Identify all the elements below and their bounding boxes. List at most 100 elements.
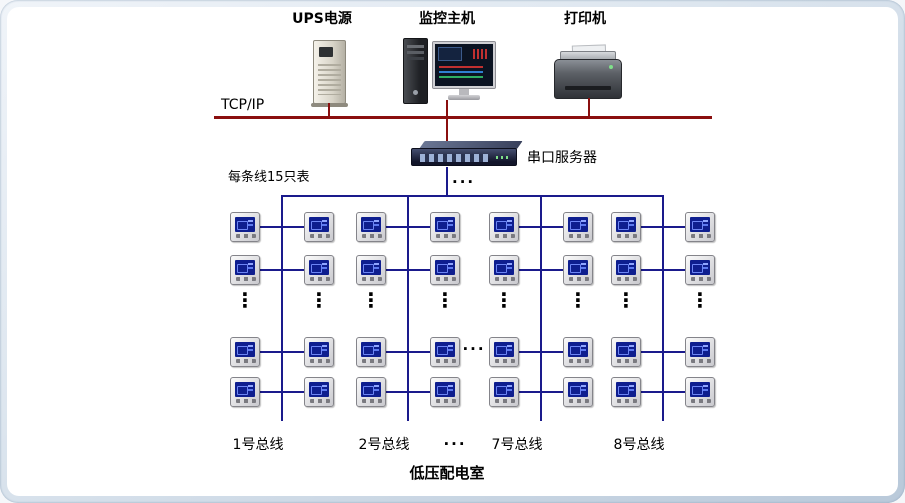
- power-meter: [489, 212, 519, 242]
- meter-screen: [361, 342, 381, 357]
- power-meter: [356, 255, 386, 285]
- meter-screen: [235, 217, 255, 232]
- meter-screen: [616, 342, 636, 357]
- meter-screen: [568, 382, 588, 397]
- column-ellipsis: ⋮: [435, 288, 455, 312]
- meter-stub: [260, 351, 281, 353]
- column-ellipsis: ⋮: [616, 288, 636, 312]
- meter-buttons: [362, 277, 382, 281]
- meter-screen: [235, 342, 255, 357]
- meter-buttons: [436, 277, 456, 281]
- omitted-buses-ellipsis-mid: ...: [462, 336, 486, 354]
- panel-inner: [7, 7, 898, 496]
- meter-screen: [235, 260, 255, 275]
- bus-line: [407, 195, 409, 421]
- bus-line: [540, 195, 542, 421]
- meter-screen: [494, 342, 514, 357]
- meter-stub: [409, 269, 430, 271]
- power-meter: [489, 337, 519, 367]
- monitor-trace-lines: [439, 66, 483, 68]
- power-meter: [230, 337, 260, 367]
- meter-screen: [690, 260, 710, 275]
- meter-buttons: [617, 399, 637, 403]
- meter-screen: [616, 382, 636, 397]
- meter-stub: [664, 226, 685, 228]
- meter-buttons: [495, 277, 515, 281]
- meter-screen: [568, 342, 588, 357]
- meter-stub: [542, 351, 563, 353]
- meter-stub: [260, 391, 281, 393]
- power-meter: [230, 377, 260, 407]
- meter-screen: [690, 217, 710, 232]
- column-ellipsis: ⋮: [361, 288, 381, 312]
- meter-buttons: [617, 234, 637, 238]
- meter-buttons: [236, 399, 256, 403]
- meter-screen: [361, 260, 381, 275]
- column-ellipsis: ⋮: [568, 288, 588, 312]
- meter-screen: [435, 342, 455, 357]
- meter-stub: [260, 226, 281, 228]
- power-meter: [356, 337, 386, 367]
- meter-screen: [309, 342, 329, 357]
- omitted-buses-ellipsis-labels: ...: [443, 431, 467, 449]
- meter-buttons: [691, 234, 711, 238]
- power-meter: [430, 212, 460, 242]
- meter-buttons: [617, 277, 637, 281]
- monitor-bar-chart: [473, 49, 489, 59]
- power-meter: [489, 255, 519, 285]
- meter-stub: [386, 351, 407, 353]
- power-meter: [685, 377, 715, 407]
- monitor-scada-window: [438, 47, 462, 61]
- meter-screen: [309, 260, 329, 275]
- power-meter: [356, 377, 386, 407]
- meter-stub: [283, 269, 304, 271]
- meter-buttons: [436, 399, 456, 403]
- printer-output-slot: [565, 86, 611, 90]
- server-uplink-line: [446, 119, 448, 143]
- monitor-stand-base: [448, 95, 480, 100]
- meter-stub: [409, 391, 430, 393]
- server-ports: [420, 154, 488, 162]
- power-meter: [430, 337, 460, 367]
- meter-stub: [542, 226, 563, 228]
- power-meter: [611, 255, 641, 285]
- server-downlink-line: [446, 167, 448, 196]
- tcpip-label: TCP/IP: [221, 97, 265, 113]
- meter-buttons: [691, 399, 711, 403]
- meter-buttons: [617, 359, 637, 363]
- meter-buttons: [236, 234, 256, 238]
- power-meter: [304, 255, 334, 285]
- power-meter: [230, 255, 260, 285]
- monitor-stand-neck: [459, 89, 469, 95]
- power-meter: [563, 337, 593, 367]
- meter-screen: [361, 217, 381, 232]
- power-meter: [304, 212, 334, 242]
- ups-label: UPS电源: [292, 11, 352, 27]
- meter-screen: [616, 260, 636, 275]
- meter-buttons: [310, 277, 330, 281]
- meter-buttons: [495, 359, 515, 363]
- meter-stub: [542, 269, 563, 271]
- meter-stub: [409, 226, 430, 228]
- power-meter: [489, 377, 519, 407]
- meter-screen: [435, 382, 455, 397]
- host-connector-line: [446, 100, 448, 117]
- meter-stub: [664, 269, 685, 271]
- bus-label: 7号总线: [491, 437, 543, 453]
- meter-buttons: [436, 234, 456, 238]
- room-title: 低压配电室: [409, 464, 485, 482]
- tower-power-button: [413, 90, 418, 95]
- power-meter: [356, 212, 386, 242]
- meter-screen: [309, 217, 329, 232]
- meter-stub: [664, 351, 685, 353]
- meter-screen: [616, 217, 636, 232]
- serial-server-label: 串口服务器: [527, 150, 597, 166]
- meter-screen: [435, 260, 455, 275]
- meter-buttons: [310, 359, 330, 363]
- server-downlinks-ellipsis: ...: [452, 169, 476, 187]
- meter-stub: [641, 391, 662, 393]
- bus-label: 1号总线: [232, 437, 284, 453]
- host-monitor-icon: [432, 41, 496, 89]
- meter-stub: [641, 351, 662, 353]
